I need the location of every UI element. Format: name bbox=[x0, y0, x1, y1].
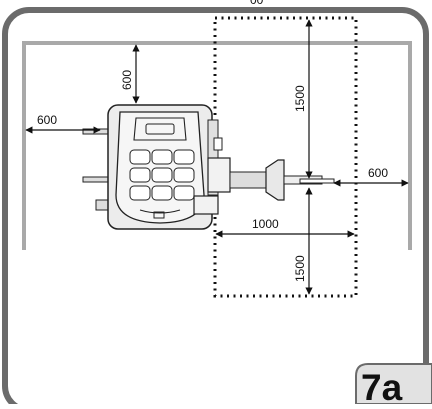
figure-label-box bbox=[355, 363, 432, 405]
dim-top-clearance: 600 bbox=[120, 70, 134, 90]
work-zone-dotted bbox=[213, 16, 358, 298]
figure-label: 7a bbox=[361, 367, 403, 404]
dim-horizontal-span: 1000 bbox=[252, 217, 279, 231]
machine bbox=[82, 104, 335, 230]
dim-upper-vertical: 1500 bbox=[293, 85, 307, 112]
dim-left-clearance: 600 bbox=[37, 113, 57, 127]
room-wall bbox=[22, 41, 412, 250]
outer-frame bbox=[2, 7, 429, 409]
dim-right-clearance: 600 bbox=[368, 166, 388, 180]
dim-lower-vertical: 1500 bbox=[293, 255, 307, 282]
top-cut-text: 00 bbox=[250, 0, 264, 7]
